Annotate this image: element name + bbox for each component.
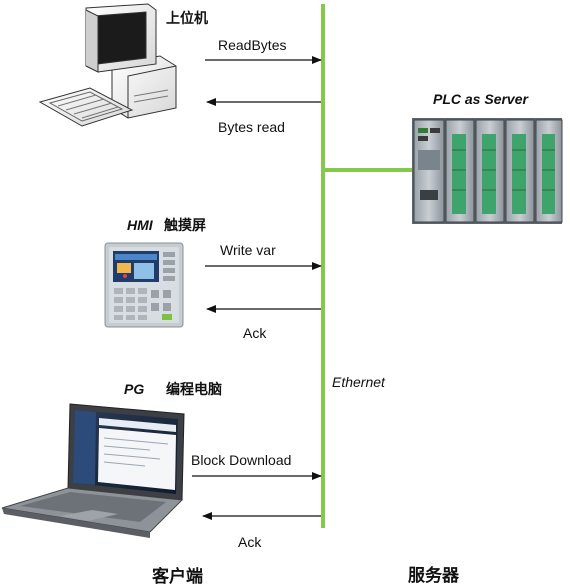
write-var-label: Write var bbox=[220, 242, 276, 258]
ack-pg-label: Ack bbox=[238, 534, 262, 550]
ethernet-bus bbox=[321, 4, 412, 528]
bytes-read-label: Bytes read bbox=[218, 119, 285, 135]
server-label: 服务器 bbox=[408, 566, 459, 586]
laptop-icon bbox=[1, 403, 185, 538]
ethernet-label: Ethernet bbox=[332, 374, 385, 390]
desktop-pc-icon bbox=[38, 3, 177, 127]
client-label: 客户端 bbox=[152, 567, 203, 587]
hmi-panel-icon bbox=[104, 242, 184, 328]
pg-label-en: PG bbox=[124, 381, 145, 397]
hmi-label-en: HMI bbox=[127, 217, 153, 233]
block-download-label: Block Download bbox=[191, 452, 292, 468]
ack-hmi-label: Ack bbox=[243, 325, 267, 341]
hmi-label-cn: 触摸屏 bbox=[164, 218, 206, 234]
read-bytes-label: ReadBytes bbox=[218, 37, 287, 53]
pg-label-cn: 编程电脑 bbox=[166, 382, 222, 398]
plc-label: PLC as Server bbox=[433, 91, 528, 107]
plc-rack-icon bbox=[412, 118, 563, 224]
pc-label: 上位机 bbox=[166, 11, 208, 27]
